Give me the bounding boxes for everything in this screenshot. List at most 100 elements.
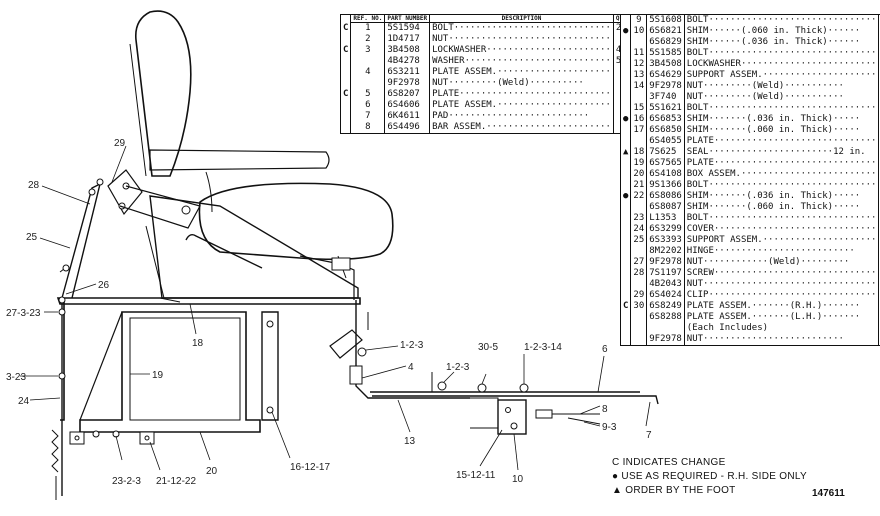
quantity: 1	[878, 235, 880, 246]
callout-28: 28	[28, 180, 40, 191]
part-description: BOLT·····························	[429, 22, 614, 34]
part-description: PLATE····························	[429, 89, 614, 100]
part-number: 9F2978	[646, 334, 685, 346]
part-number: 6S4606	[384, 100, 431, 111]
side-plate	[149, 195, 359, 299]
legend-as-required: ● USE AS REQUIRED - R.H. SIDE ONLY	[612, 471, 807, 482]
ref-number: 9	[630, 14, 648, 26]
part-number: 6S8288	[646, 312, 685, 323]
callout-24: 24	[18, 396, 30, 407]
part-description: NUT·········(Weld)···········	[683, 81, 880, 92]
top-frame-bar	[56, 297, 361, 305]
row-mark	[620, 158, 631, 169]
ref-number	[630, 323, 648, 334]
part-description: BOLT·······························	[683, 180, 880, 191]
part-description: NUT·········(Weld)··········	[429, 78, 614, 89]
part-number: 9F2978	[646, 257, 685, 268]
figure-number: 147611	[812, 488, 845, 499]
ref-number: 10	[630, 26, 648, 37]
quantity: 12	[878, 59, 880, 70]
callout-29: 29	[114, 138, 126, 149]
ref-number	[630, 37, 648, 48]
ref-number: 18	[630, 147, 648, 158]
row-mark: C	[340, 22, 351, 34]
part-number: 6S8207	[384, 89, 431, 100]
row-mark	[620, 180, 631, 191]
part-description: PLATE ASSEM.·····················	[429, 100, 614, 111]
quantity: 4	[878, 92, 880, 103]
row-mark	[620, 290, 631, 301]
row-mark	[620, 59, 631, 70]
part-description: BOX ASSEM.·························	[683, 169, 880, 180]
ref-number	[630, 202, 648, 213]
part-number: 5S1608	[646, 14, 685, 26]
ref-number: 29	[630, 290, 648, 301]
part-description: BOLT·······························	[683, 48, 880, 59]
ref-number	[350, 78, 386, 89]
part-description: PLATE ASSEM.·····················	[429, 67, 614, 78]
row-mark	[340, 67, 351, 78]
part-description: SHIM·······(.060 in. Thick)·····	[683, 202, 880, 213]
quantity: 4	[878, 37, 880, 48]
ref-number: 5	[350, 89, 386, 100]
quantity: 1	[878, 301, 880, 312]
part-number: 5S1594	[384, 22, 431, 34]
row-mark	[620, 224, 631, 235]
quantity: 4	[878, 180, 880, 191]
callout-23-2-3: 23-2-3	[112, 476, 141, 487]
part-number: L1353	[646, 213, 685, 224]
part-number: 6S7565	[646, 158, 685, 169]
ref-number: 25	[630, 235, 648, 246]
callout-4: 4	[408, 362, 414, 373]
box-assembly	[79, 311, 261, 433]
part-description: SCREW······························	[683, 268, 880, 279]
row-mark	[620, 125, 631, 136]
part-number: 3B4508	[384, 45, 431, 56]
part-number: 8M2202	[646, 246, 685, 257]
header-description: DESCRIPTION	[429, 14, 614, 23]
quantity: 1	[878, 312, 880, 323]
quantity: 1	[878, 334, 880, 346]
part-description: LOCKWASHER·······················	[429, 45, 614, 56]
quantity: 1	[878, 70, 880, 81]
callout-19: 19	[152, 370, 164, 381]
part-description: SHIM······(.036 in. Thick)······	[683, 37, 880, 48]
part-description: PLATE······························	[683, 158, 880, 169]
row-mark	[620, 213, 631, 224]
part-description: NUT······························	[429, 34, 614, 45]
row-mark	[620, 81, 631, 92]
legend-change: C INDICATES CHANGE	[612, 457, 726, 468]
ref-number	[630, 92, 648, 103]
row-mark	[620, 312, 631, 323]
row-mark: C	[620, 301, 631, 312]
row-mark: C	[340, 45, 351, 56]
callout-13: 13	[404, 436, 416, 447]
ref-number: 28	[630, 268, 648, 279]
row-mark	[340, 111, 351, 122]
row-mark	[340, 122, 351, 134]
row-mark	[620, 103, 631, 114]
ref-number: 14	[630, 81, 648, 92]
part-number: 4B4278	[384, 56, 431, 67]
part-description: NUT·········(Weld)···········	[683, 92, 880, 103]
callout-16-12-17: 16-12-17	[290, 462, 330, 473]
ref-number: 1	[350, 22, 386, 34]
parts-row: 8M2202 HINGE··························2	[620, 246, 880, 257]
part-number: 6S6829	[646, 37, 685, 48]
part-number: 3B4508	[646, 59, 685, 70]
